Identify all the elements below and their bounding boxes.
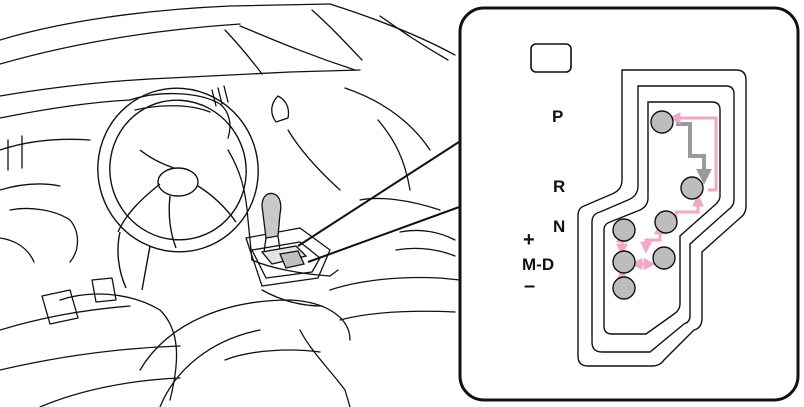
steering-wheel-icon: [97, 87, 259, 291]
callout-lines: [297, 139, 463, 263]
knob-d: [652, 246, 676, 270]
gear-label-p: P: [552, 107, 563, 126]
shift-button-icon: [530, 43, 572, 73]
gear-label-minus: –: [524, 275, 535, 297]
gear-label-plus: +: [523, 229, 535, 251]
gear-label-n: N: [553, 217, 565, 236]
gate-outline: [577, 69, 747, 367]
knob-minus: [612, 276, 636, 300]
knob-n-left: [612, 218, 636, 242]
knob-positions: [612, 110, 704, 300]
knob-r: [680, 176, 704, 200]
knob-m: [612, 250, 636, 274]
knob-p: [650, 110, 674, 134]
car-interior-illustration: [0, 3, 461, 407]
gear-label-md: M-D: [522, 255, 554, 274]
gear-label-r: R: [553, 177, 565, 196]
knob-n: [654, 210, 678, 234]
gray-arrow-p-to-r: [676, 122, 712, 185]
gear-lever-icon: [260, 192, 308, 269]
shift-gate-panel: P R N + M-D –: [458, 6, 800, 402]
